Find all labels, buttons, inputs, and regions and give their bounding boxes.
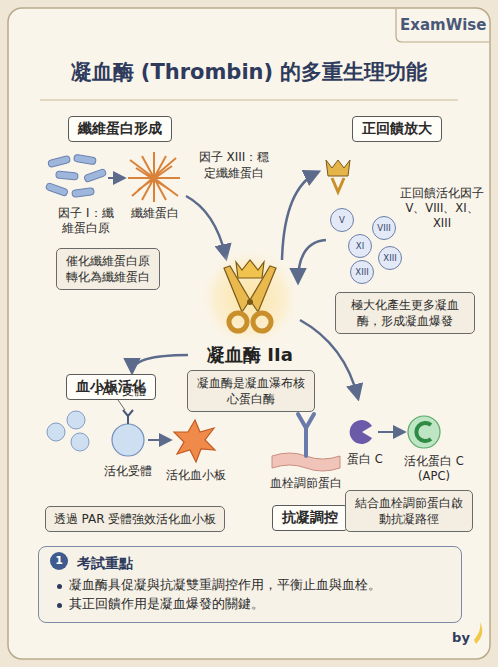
callout-number: 1 [50, 552, 68, 570]
text: VIII [377, 223, 390, 233]
text: XIII [355, 267, 368, 277]
label: 蛋白 C [340, 452, 390, 467]
label: PAR 受體 [86, 384, 156, 399]
section-tag: 纖維蛋白形成 [68, 116, 172, 142]
text: 抗凝調控 [282, 509, 338, 527]
label: 因子 I：纖維蛋白原 [54, 206, 118, 236]
text: 凝血酶是凝血瀑布核心蛋白酶 [195, 375, 307, 407]
rule [40, 100, 458, 101]
arrow [186, 196, 226, 258]
text: 蛋白 C [340, 452, 390, 467]
label: 因子 XIII：穩定纖維蛋白 [196, 150, 272, 181]
connector [132, 355, 188, 372]
text: 其正回饋作用是凝血爆發的關鍵。 [53, 595, 449, 614]
text: 催化纖維蛋白原轉化為纖維蛋白 [64, 253, 152, 285]
tab [396, 9, 489, 42]
text: 活化血小板 [160, 468, 232, 483]
fibrin-mesh [128, 152, 180, 202]
protein-c [350, 420, 372, 444]
thrombomodulin [298, 414, 314, 456]
text: 活化受體 [96, 464, 160, 479]
arrow [282, 172, 318, 260]
section-tag: 正回饋放大 [352, 116, 442, 142]
leader [118, 400, 125, 410]
label: 活化血小板 [160, 468, 232, 483]
receptor-cell [112, 424, 144, 456]
note-box: 催化纖維蛋白原轉化為纖維蛋白 [56, 248, 160, 290]
platelets [47, 411, 89, 451]
arrow [378, 431, 404, 433]
text: 極大化產生更多凝血酶，形成凝血爆發 [343, 297, 467, 329]
factor-circle: V [330, 208, 354, 232]
title: 凝血酶 (Thrombin) 的多重生理功能 [0, 58, 498, 86]
text: 正回饋放大 [362, 120, 432, 138]
text: 因子 I：纖維蛋白原 [54, 206, 118, 236]
text: XIII [383, 253, 396, 263]
label: 纖維蛋白 [124, 206, 186, 221]
card [8, 8, 490, 659]
text: 因子 XIII：穩定纖維蛋白 [196, 150, 272, 181]
factor-circle: XIII [350, 260, 374, 284]
par-receptor [123, 410, 133, 424]
label: 血栓調節蛋白 [264, 476, 348, 491]
text: V [339, 215, 345, 225]
note-box: 凝血酶是凝血瀑布核心蛋白酶 [187, 370, 315, 412]
text: 結合血栓調節蛋白啟動抗凝路徑 [353, 495, 465, 527]
text: 血栓調節蛋白 [264, 476, 348, 491]
factor-circle: VIII [372, 216, 396, 240]
label: 正回饋活化因子 V、VIII、XI、XIII [400, 186, 484, 231]
glow [200, 248, 300, 348]
text: by [446, 630, 476, 647]
apc [408, 416, 440, 448]
text: 纖維蛋白形成 [78, 120, 162, 138]
text: PAR 受體 [86, 384, 156, 399]
note-box: 透過 PAR 受體強效活化血小板 [45, 506, 225, 532]
scissors [224, 260, 276, 331]
arrow [108, 177, 124, 179]
text: 正回饋活化因子 V、VIII、XI、XIII [400, 186, 484, 231]
text: 凝血酶 IIa [192, 343, 308, 367]
factor-circle: XIII [378, 246, 402, 270]
arrow [148, 439, 170, 441]
text: 1 [50, 552, 68, 570]
arrow [298, 240, 326, 282]
fibrinogen [45, 154, 106, 197]
text: XI [356, 241, 364, 251]
text: 凝血酶具促凝與抗凝雙重調控作用，平衡止血與血栓。 [53, 576, 449, 595]
section-tag: 抗凝調控 [272, 505, 348, 531]
label: 活化蛋白 C (APC) [392, 454, 476, 484]
factor-circle: XI [348, 234, 372, 258]
thrombin-icon [326, 160, 350, 192]
note-box: 結合血栓調節蛋白啟動抗凝路徑 [345, 490, 473, 532]
text: 纖維蛋白 [124, 206, 186, 221]
text: 透過 PAR 受體強效活化血小板 [53, 511, 217, 527]
apc-symbol [416, 423, 431, 441]
label: 活化受體 [96, 464, 160, 479]
center-label: 凝血酶 IIa [190, 342, 310, 368]
label: ExamWise [400, 16, 486, 36]
text: 考試重點 [53, 553, 449, 574]
note-box: 極大化產生更多凝血酶，形成凝血爆發 [335, 292, 475, 334]
text: 活化蛋白 C (APC) [392, 454, 476, 484]
exam-box: 考試重點凝血酶具促凝與抗凝雙重調控作用，平衡止血與血栓。其正回饋作用是凝血爆發的… [38, 546, 462, 623]
label: by [446, 630, 476, 647]
text: ExamWise [400, 16, 486, 36]
banana [474, 622, 482, 644]
activated-platelet [174, 420, 215, 462]
